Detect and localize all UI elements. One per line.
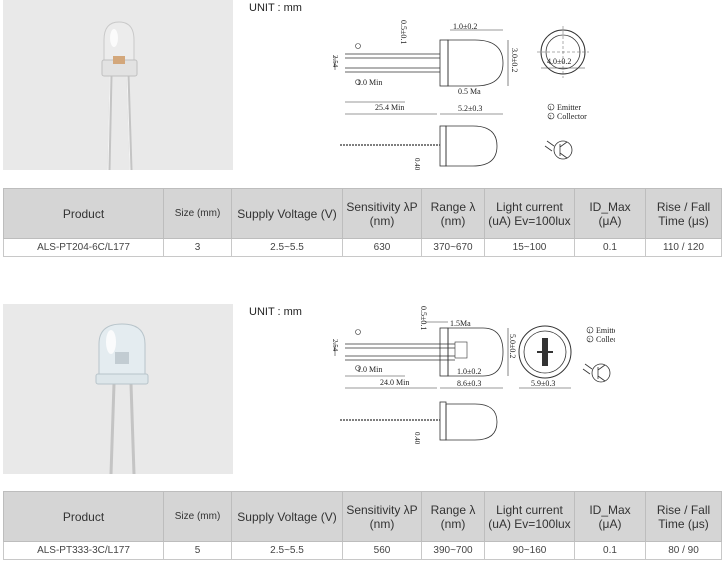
pin-label-emitter: Emitter <box>596 326 615 335</box>
spec-table-pt204: Product Size (mm) Supply Voltage (V) Sen… <box>3 188 722 257</box>
dim-text: 2.54 <box>331 339 339 352</box>
pin-label-emitter: Emitter <box>557 103 581 112</box>
dim-text: 1.0±0.2 <box>457 367 481 376</box>
table-row: ALS-PT333-3C/L177 5 2.5~5.5 560 390~700 … <box>3 541 722 560</box>
col-header: ID_Max (μA) <box>574 491 646 542</box>
table-cell: 90~160 <box>484 541 575 560</box>
dim-text: 3.0±0.2 <box>510 48 519 72</box>
dim-text: 5.0±0.2 <box>508 334 517 358</box>
table-cell: 2.5~5.5 <box>231 541 343 560</box>
dim-text: 24.0 Min <box>380 378 409 387</box>
table-cell: 3 <box>163 238 232 257</box>
table-cell: 0.1 <box>574 238 646 257</box>
spec-table-pt333: Product Size (mm) Supply Voltage (V) Sen… <box>3 491 722 560</box>
dim-text: 5.9±0.3 <box>531 379 555 388</box>
product-photo-pt204 <box>3 0 233 170</box>
col-header: Rise / Fall Time (μs) <box>645 188 722 239</box>
table-cell: 390~700 <box>421 541 485 560</box>
col-header: Size (mm) <box>163 491 232 542</box>
dim-text: 1.0 Min <box>357 78 382 87</box>
col-header: Supply Voltage (V) <box>231 491 343 542</box>
table-cell: 2.5~5.5 <box>231 238 343 257</box>
table-row: ALS-PT204-6C/L177 3 2.5~5.5 630 370~670 … <box>3 238 722 257</box>
pin-mark: 2 <box>549 116 552 121</box>
table-header-row: Product Size (mm) Supply Voltage (V) Sen… <box>3 188 722 239</box>
table-cell: 80 / 90 <box>645 541 722 560</box>
dim-text: 1.5Ma <box>450 319 471 328</box>
table-cell: 15~100 <box>484 238 575 257</box>
col-header: ID_Max (μA) <box>574 188 646 239</box>
col-header: Sensitivity λP (nm) <box>342 491 422 542</box>
col-header: Light current (uA) Ev=100lux <box>484 188 575 239</box>
unit-label: UNIT : mm <box>249 2 302 14</box>
pin-mark: 1 <box>549 107 552 112</box>
col-header: Rise / Fall Time (μs) <box>645 491 722 542</box>
table-cell: 110 / 120 <box>645 238 722 257</box>
pin-label-collector: Collector <box>596 335 615 344</box>
table-header-row: Product Size (mm) Supply Voltage (V) Sen… <box>3 491 722 542</box>
col-header: Range λ (nm) <box>421 188 485 239</box>
col-header: Product <box>3 491 164 542</box>
dim-text: 0.5±0.1 <box>419 306 428 330</box>
dimension-drawing-pt204: 1.0±0.2 0.5±0.1 3.0±0.2 2.54 1.0 Min 0.5… <box>331 20 589 171</box>
dim-text: 2.54 <box>331 55 339 68</box>
col-header: Light current (uA) Ev=100lux <box>484 491 575 542</box>
product-cell: ALS-PT204-6C/L177 <box>3 238 164 257</box>
table-cell: 630 <box>342 238 422 257</box>
dim-text: 1.0 Min <box>357 365 382 374</box>
col-header: Supply Voltage (V) <box>231 188 343 239</box>
col-header: Sensitivity λP (nm) <box>342 188 422 239</box>
dim-text: 4.0±0.2 <box>547 57 571 66</box>
pin-label-collector: Collector <box>557 112 587 121</box>
table-cell: 370~670 <box>421 238 485 257</box>
pin-mark: 1 <box>588 330 591 335</box>
dim-text: 0.5 Ma <box>458 87 481 96</box>
dim-text: 25.4 Min <box>375 103 404 112</box>
col-header: Range λ (nm) <box>421 491 485 542</box>
dimension-drawing-pt333: 1.5Ma 0.5±0.1 5.0±0.2 2.54 1.0±0.2 1.0 M… <box>331 306 615 445</box>
led-3mm-image <box>3 0 233 170</box>
unit-label: UNIT : mm <box>249 306 302 318</box>
col-header: Product <box>3 188 164 239</box>
dim-text: 0.5±0.1 <box>399 20 408 44</box>
pin-mark: 2 <box>588 339 591 344</box>
phototransistor-symbol-icon <box>544 140 573 160</box>
table-cell: 5 <box>163 541 232 560</box>
dim-text: 5.2±0.3 <box>458 104 482 113</box>
product-cell: ALS-PT333-3C/L177 <box>3 541 164 560</box>
table-cell: 0.1 <box>574 541 646 560</box>
product-photo-pt333 <box>3 304 233 474</box>
dim-text: 0.40 <box>413 158 421 171</box>
table-cell: 560 <box>342 541 422 560</box>
led-5mm-image <box>3 304 233 474</box>
dim-text: 1.0±0.2 <box>453 22 477 31</box>
col-header: Size (mm) <box>163 188 232 239</box>
dim-text: 0.40 <box>413 432 421 445</box>
dim-text: 8.6±0.3 <box>457 379 481 388</box>
phototransistor-symbol-icon <box>582 363 611 383</box>
